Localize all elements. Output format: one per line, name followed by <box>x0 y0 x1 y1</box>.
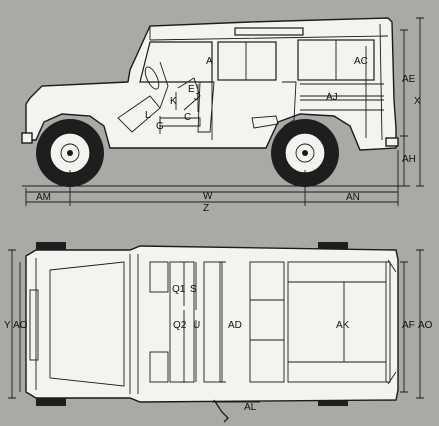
middle-seat-outline <box>197 81 215 133</box>
label-X: X <box>414 96 421 107</box>
label-A: A <box>206 56 213 67</box>
plan-wheel-rear-bottom <box>318 398 348 406</box>
label-C: C <box>184 112 191 123</box>
plan-wheel-rear-top <box>318 242 348 250</box>
label-AO-left: AO <box>13 320 28 331</box>
dim-AO-right-line <box>416 249 424 399</box>
dim-AK-line <box>340 281 348 363</box>
label-AL: AL <box>244 402 257 413</box>
dim-W-line <box>70 170 306 206</box>
dim-Q2-line <box>180 310 188 383</box>
rear-corner-lines <box>387 259 397 385</box>
middle-window <box>217 41 277 81</box>
rear-bumper <box>385 137 399 147</box>
label-K: K <box>170 96 177 107</box>
rear-body-bands <box>300 83 384 111</box>
windscreen <box>129 254 139 394</box>
label-AD: AD <box>228 320 242 331</box>
dim-Y-line <box>8 249 16 399</box>
label-AF: AF <box>402 320 415 331</box>
rear-load-area <box>287 261 387 383</box>
label-U: U <box>193 320 200 331</box>
front-wheel <box>36 119 104 187</box>
label-Z: Z <box>203 203 209 214</box>
dim-AD-line <box>218 261 226 383</box>
middle-bench <box>249 261 285 383</box>
label-S: S <box>190 284 197 295</box>
label-W: W <box>203 191 213 202</box>
label-AJ: AJ <box>326 92 338 103</box>
label-AC: AC <box>354 56 368 67</box>
dim-X-line <box>416 17 424 187</box>
label-AO-right: AO <box>418 320 433 331</box>
label-AN: AN <box>346 192 360 203</box>
label-J: J <box>194 92 199 103</box>
label-Y: Y <box>4 320 11 331</box>
roof-light <box>234 27 304 36</box>
rear-side-benches <box>288 281 386 363</box>
label-AK: AK <box>336 320 350 331</box>
label-Q2: Q2 <box>173 320 187 331</box>
front-door-window <box>139 41 213 83</box>
side-step <box>213 399 229 423</box>
rear-pillar <box>379 23 383 141</box>
front-bumper <box>21 132 33 144</box>
dim-AN-line <box>305 150 399 206</box>
rear-wheel <box>271 119 339 187</box>
plan-wheel-front-bottom <box>36 398 66 406</box>
label-Q1: Q1 <box>172 284 186 295</box>
dim-AM-line <box>25 170 71 206</box>
side-view: A AC AE X E J AJ K L C G AH AM W AN Z <box>21 17 424 214</box>
middle-column <box>203 261 221 383</box>
label-L: L <box>145 110 151 121</box>
bonnet <box>49 261 125 387</box>
vehicle-body-plan <box>25 245 399 403</box>
front-grille <box>29 289 39 361</box>
plan-view: Y AO Q1 S Q2 U AD AK AF AO AL <box>4 242 433 423</box>
label-G: G <box>156 121 164 132</box>
dim-Q1-line <box>180 261 188 306</box>
label-AH: AH <box>402 154 416 165</box>
front-seat-right <box>149 351 169 383</box>
front-seat-outline <box>159 61 201 111</box>
label-E: E <box>188 84 195 95</box>
label-AM: AM <box>36 192 51 203</box>
roof-line <box>149 26 389 41</box>
steering-wheel <box>144 66 160 90</box>
rear-bench <box>251 115 279 129</box>
driver-seat <box>117 95 161 133</box>
plan-wheel-front-top <box>36 242 66 250</box>
middle-bench-divisions <box>250 299 284 341</box>
front-seat-left <box>149 261 169 293</box>
label-AE: AE <box>402 74 416 85</box>
dim-AF-line <box>400 261 408 393</box>
tailgate <box>386 261 391 383</box>
